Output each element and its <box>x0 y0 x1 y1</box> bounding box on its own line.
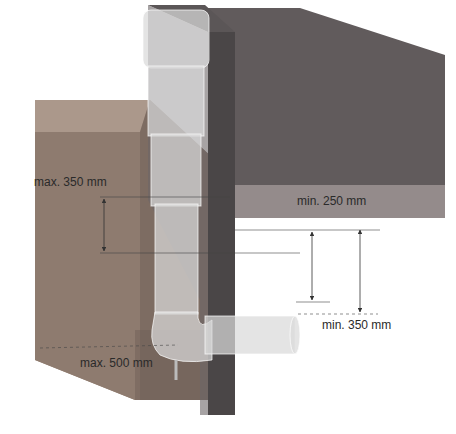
dimension-arrow <box>360 230 361 312</box>
dimension-arrow <box>312 232 313 300</box>
brown-block-top <box>35 100 150 132</box>
slab-top <box>205 8 445 185</box>
reference-line <box>296 302 330 303</box>
dimension-arrow <box>104 199 105 251</box>
reference-line <box>298 314 378 315</box>
flue-pipe <box>143 10 300 362</box>
reference-line <box>100 253 300 254</box>
reference-line <box>40 345 178 348</box>
brown-block <box>35 100 215 400</box>
reference-line <box>235 230 380 231</box>
condensate-drain <box>175 360 178 380</box>
dimension-label: max. 500 mm <box>80 356 153 370</box>
dimension-label: min. 250 mm <box>297 194 366 208</box>
dimension-label: max. 350 mm <box>34 175 107 189</box>
dimension-label: min. 350 mm <box>322 318 391 332</box>
slab-front <box>235 185 445 218</box>
reference-line <box>100 197 230 198</box>
